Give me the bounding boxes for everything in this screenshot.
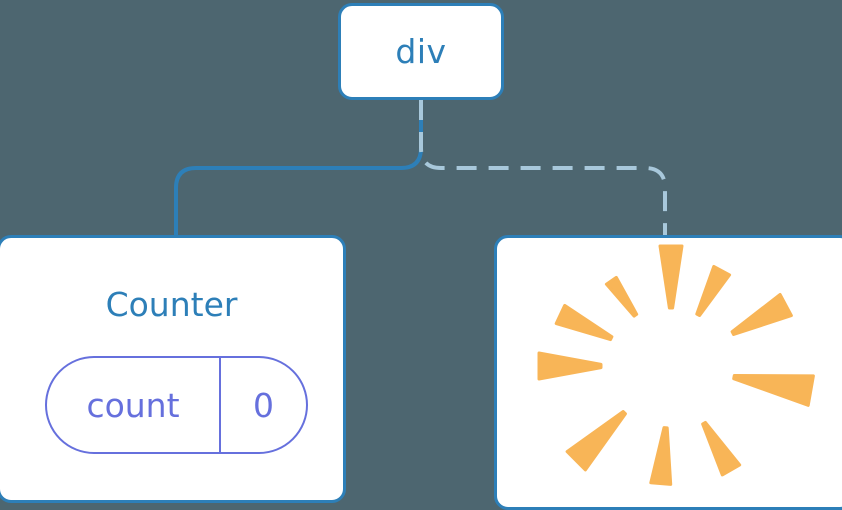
state-pill-value: 0 xyxy=(253,385,274,425)
node-div[interactable]: div xyxy=(338,3,504,100)
state-pill-key: count xyxy=(47,358,221,452)
edge-div-to-counter xyxy=(174,100,423,238)
burst-ray-4 xyxy=(537,351,603,381)
burst-ray-8 xyxy=(732,374,815,407)
burst-ray-1 xyxy=(658,244,684,310)
burst-ray-3 xyxy=(554,303,614,342)
state-pill-count[interactable]: count 0 xyxy=(45,356,308,454)
burst-ray-9 xyxy=(730,292,793,336)
burst-ray-7 xyxy=(701,420,742,477)
burst-ray-5 xyxy=(565,410,627,472)
edge-div-to-burst xyxy=(419,100,667,238)
burst-ray-6 xyxy=(649,426,673,486)
node-div-label: div xyxy=(395,32,447,71)
burst-ray-10 xyxy=(695,264,732,317)
sparkle-burst-icon xyxy=(537,244,815,486)
burst-ray-2 xyxy=(604,275,639,318)
node-burst[interactable] xyxy=(494,235,842,510)
node-counter-title: Counter xyxy=(105,285,238,324)
burst-ray-group xyxy=(537,244,815,486)
node-counter[interactable]: Counter count 0 xyxy=(0,235,346,503)
